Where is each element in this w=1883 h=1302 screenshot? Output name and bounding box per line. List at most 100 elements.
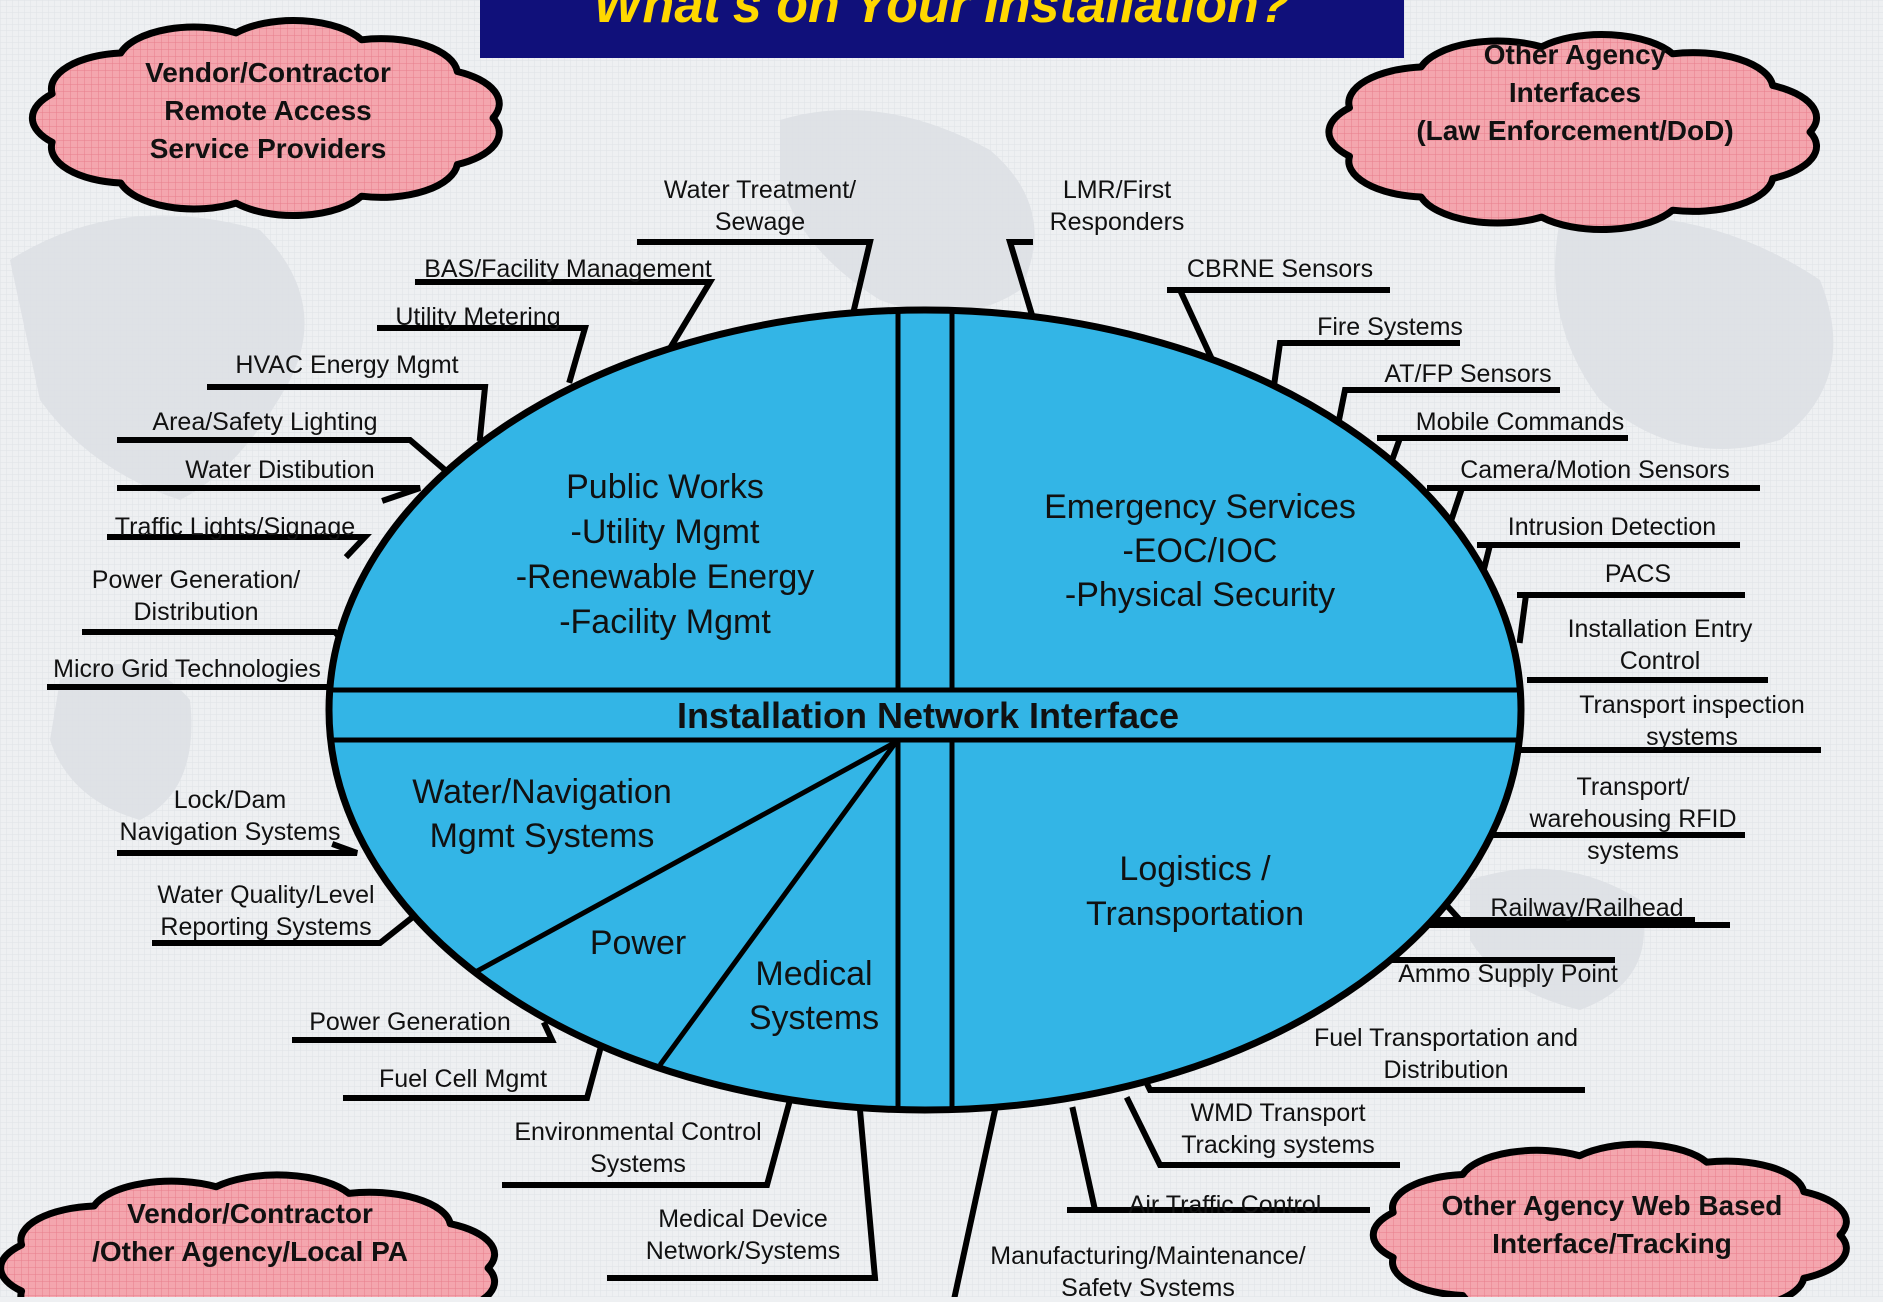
system-label-power-gen-dist-line: Power Generation/ xyxy=(92,566,301,594)
system-label-medical-device-line: Medical Device xyxy=(658,1205,828,1233)
system-label-pacs-line: PACS xyxy=(1605,560,1671,588)
section-power-line: Power xyxy=(590,924,686,962)
system-label-fuel-cell: Fuel Cell Mgmt xyxy=(379,1065,547,1093)
system-label-wmd-line: WMD Transport xyxy=(1190,1099,1365,1127)
section-logistics: Logistics /Transportation xyxy=(1086,850,1304,933)
title-banner xyxy=(480,0,1404,58)
system-label-rfid-line: warehousing RFID xyxy=(1528,805,1736,833)
system-label-water-distribution: Water Distibution xyxy=(185,456,374,484)
section-emergency-services-line: Emergency Services xyxy=(1044,488,1356,526)
cloud-top-right-text-line: Other Agency xyxy=(1484,39,1667,70)
system-label-manufacturing-line: Manufacturing/Maintenance/ xyxy=(990,1242,1306,1270)
system-label-area-lighting-line: Area/Safety Lighting xyxy=(152,408,377,436)
system-label-lmr-line: Responders xyxy=(1050,208,1185,236)
cloud-bottom-left: Vendor/Contractor/Other Agency/Local PA xyxy=(0,1171,499,1302)
section-water-navigation-line: Water/Navigation xyxy=(412,773,672,811)
system-label-fuel-transport-line: Distribution xyxy=(1383,1056,1508,1084)
system-label-rfid-line: systems xyxy=(1587,837,1679,865)
section-public-works-line: Public Works xyxy=(566,468,764,506)
system-label-mobile-commands: Mobile Commands xyxy=(1416,408,1624,436)
system-label-water-treatment: Water Treatment/Sewage xyxy=(664,176,856,236)
installation-ellipse xyxy=(325,306,1525,1114)
system-label-atfp: AT/FP Sensors xyxy=(1384,360,1551,388)
system-label-micro-grid-line: Micro Grid Technologies xyxy=(53,655,321,683)
system-label-pacs: PACS xyxy=(1605,560,1671,588)
system-label-fire-line: Fire Systems xyxy=(1317,313,1463,341)
system-label-fuel-transport-line: Fuel Transportation and xyxy=(1314,1024,1578,1052)
cloud-bottom-right-shape xyxy=(1369,1140,1850,1302)
cloud-bottom-left-shape xyxy=(0,1171,499,1302)
system-label-manufacturing: Manufacturing/Maintenance/Safety Systems xyxy=(990,1242,1306,1297)
cloud-bottom-left-text: Vendor/Contractor/Other Agency/Local PA xyxy=(92,1198,408,1267)
system-label-bas-line: BAS/Facility Management xyxy=(424,255,712,283)
system-label-water-quality-line: Water Quality/Level xyxy=(157,881,374,909)
system-label-traffic: Traffic Lights/Signage xyxy=(115,513,355,541)
system-label-bas: BAS/Facility Management xyxy=(424,255,712,283)
cloud-top-right-text-line: Interfaces xyxy=(1509,77,1641,108)
section-public-works: Public Works -Utility Mgmt -Renewable Ener… xyxy=(516,468,815,641)
connector-lines xyxy=(47,239,1821,1299)
system-label-area-lighting: Area/Safety Lighting xyxy=(152,408,377,436)
system-label-transport-inspection-line: systems xyxy=(1646,723,1738,751)
system-label-ammo: Ammo Supply Point xyxy=(1398,960,1618,988)
system-label-water-quality-line: Reporting Systems xyxy=(160,913,371,941)
system-label-lock-dam-line: Lock/Dam xyxy=(174,786,287,814)
page-title: What's on Your Installation? xyxy=(593,0,1290,34)
hub-label: Installation Network Interface xyxy=(677,695,1179,736)
system-label-installation-entry-line: Control xyxy=(1620,647,1701,675)
system-label-environmental-line: Environmental Control xyxy=(514,1118,761,1146)
section-power: Power xyxy=(590,924,686,962)
system-label-utility-metering-line: Utility Metering xyxy=(395,303,560,331)
system-label-ammo-line: Ammo Supply Point xyxy=(1398,960,1618,988)
system-label-intrusion: Intrusion Detection xyxy=(1508,513,1716,541)
section-medical-line: Medical xyxy=(755,955,872,993)
system-label-hvac: HVAC Energy Mgmt xyxy=(235,351,458,379)
system-label-hvac-line: HVAC Energy Mgmt xyxy=(235,351,458,379)
cloud-top-left-text-line: Vendor/Contractor xyxy=(145,57,391,88)
system-label-atfp-line: AT/FP Sensors xyxy=(1384,360,1551,388)
system-label-traffic-line: Traffic Lights/Signage xyxy=(115,513,355,541)
system-label-railway: Railway/Railhead xyxy=(1490,894,1683,922)
system-label-water-distribution-line: Water Distibution xyxy=(185,456,374,484)
system-label-camera: Camera/Motion Sensors xyxy=(1460,456,1730,484)
section-logistics-line: Transportation xyxy=(1086,895,1304,933)
section-public-works-line: -Facility Mgmt xyxy=(559,603,771,641)
system-label-micro-grid: Micro Grid Technologies xyxy=(53,655,321,683)
cloud-top-right-text-line: (Law Enforcement/DoD) xyxy=(1416,115,1733,146)
section-public-works-line: -Utility Mgmt xyxy=(571,513,760,551)
system-label-utility-metering: Utility Metering xyxy=(395,303,560,331)
cloud-bottom-left-text-line: Vendor/Contractor xyxy=(127,1198,373,1229)
system-label-wmd-line: Tracking systems xyxy=(1181,1131,1375,1159)
section-water-navigation-line: Mgmt Systems xyxy=(430,817,655,855)
section-emergency-services-line: -EOC/IOC xyxy=(1123,532,1278,570)
system-label-rfid-line: Transport/ xyxy=(1576,773,1689,801)
system-label-camera-line: Camera/Motion Sensors xyxy=(1460,456,1730,484)
system-label-environmental-line: Systems xyxy=(590,1150,686,1178)
cloud-top-right-shape xyxy=(1325,31,1820,233)
system-label-power-gen-dist: Power Generation/Distribution xyxy=(92,566,301,626)
system-label-manufacturing-line: Safety Systems xyxy=(1061,1274,1235,1297)
world-map-silhouette xyxy=(10,110,1834,1010)
section-emergency-services-line: -Physical Security xyxy=(1065,576,1335,614)
system-label-medical-device-line: Network/Systems xyxy=(646,1237,840,1265)
section-medical-line: Systems xyxy=(749,999,879,1037)
cloud-top-left-text-line: Service Providers xyxy=(150,133,387,164)
system-label-cbrne: CBRNE Sensors xyxy=(1187,255,1373,283)
system-label-rfid: Transport/warehousing RFID systems xyxy=(1528,773,1736,865)
cloud-bottom-right-text-line: Other Agency Web Based xyxy=(1442,1190,1783,1221)
section-public-works-line: -Renewable Energy xyxy=(516,558,815,596)
system-label-installation-entry-line: Installation Entry xyxy=(1568,615,1753,643)
section-emergency-services: Emergency Services -EOC/IOC -Physical Secu… xyxy=(1044,488,1356,614)
